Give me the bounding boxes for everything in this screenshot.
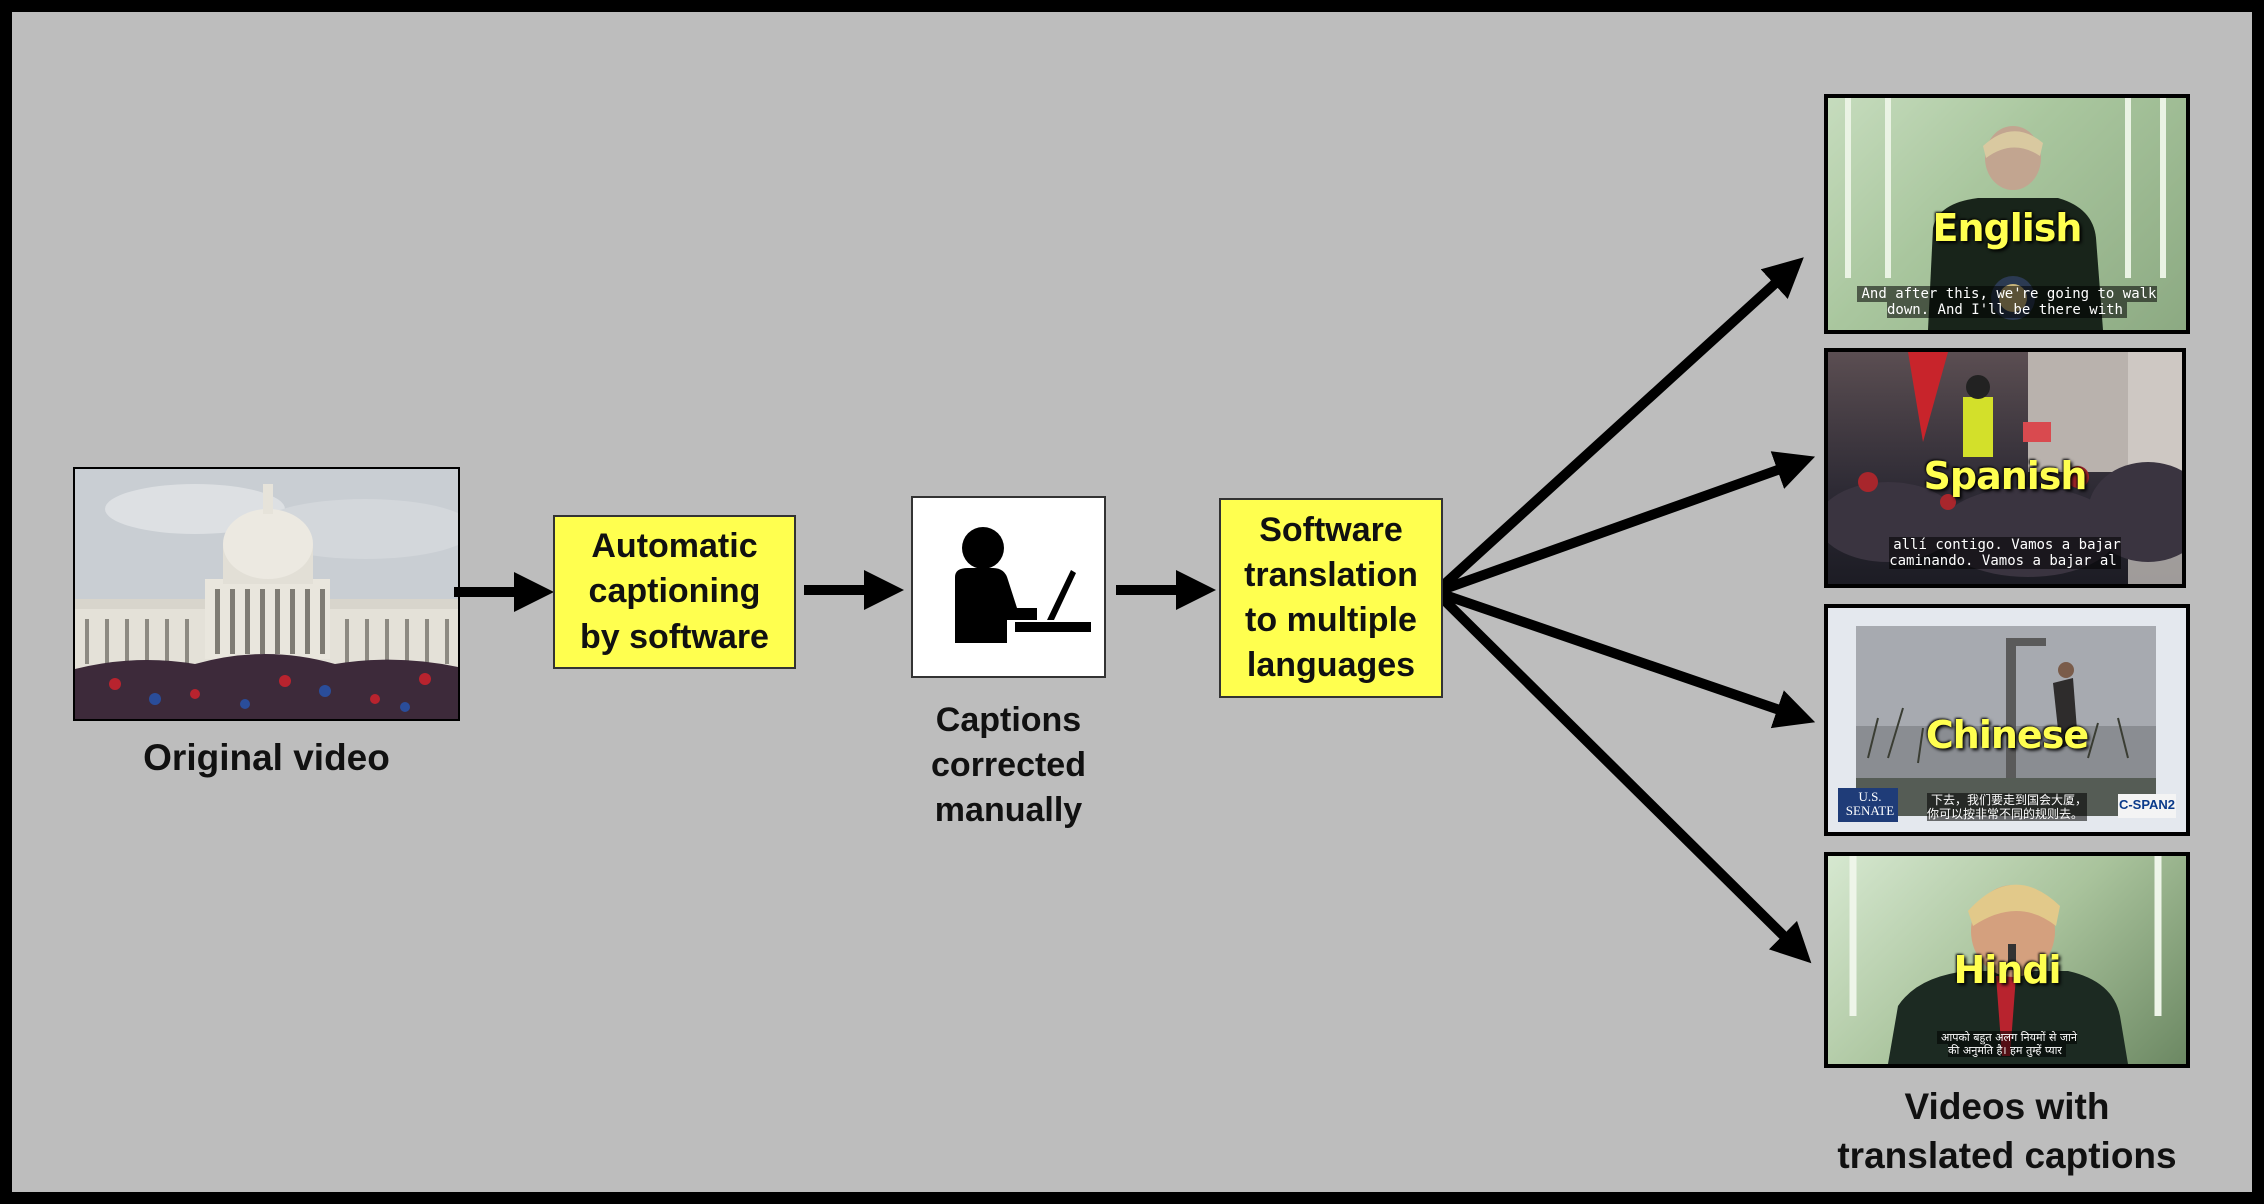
spanish-language-label: Spanish (1923, 454, 2088, 498)
arrow-to-hindi (1432, 588, 1812, 964)
cspan2-logo: C-SPAN2 (2118, 797, 2176, 812)
hindi-language-label: Hindi (1953, 948, 2061, 992)
original-video-label: Original video (143, 737, 390, 778)
output-videos-label: Videos with translated captions (1837, 1086, 2177, 1177)
arrow-to-chinese (1434, 587, 1816, 729)
arrow-to-english (1432, 257, 1804, 596)
person-at-laptop-icon (955, 527, 1091, 643)
arrow-to-spanish (1434, 451, 1816, 597)
spanish-caption: allí contigo. Vamos a bajar caminando. V… (1889, 537, 2121, 570)
us-senate-logo: U.S. SENATE (1845, 789, 1895, 818)
manual-correction-label: Captions corrected manually (931, 701, 1086, 830)
output-video-chinese: U.S. SENATE C-SPAN2 Chinese 下去，我们要走到国会大厦… (1824, 604, 2190, 836)
chinese-language-label: Chinese (1925, 713, 2089, 757)
english-caption: And after this, we're going to walk down… (1828, 286, 2186, 319)
output-video-english: English And after this, we're going to w… (1824, 94, 2190, 334)
english-language-label: English (1932, 206, 2083, 250)
manual-correction-icon-box (911, 496, 1106, 678)
auto-captioning-box: Automatic captioning by software (553, 515, 796, 669)
output-video-spanish: Spanish allí contigo. Vamos a bajar cami… (1824, 348, 2186, 588)
translation-box: Software translation to multiple languag… (1219, 498, 1443, 698)
capitol-building-image (75, 469, 458, 719)
output-video-hindi: Hindi आपको बहुत अलग नियमों से जाने की अन… (1824, 852, 2190, 1068)
flow-arrows (454, 257, 1816, 964)
chinese-caption: 下去，我们要走到国会大厦， 你可以按非常不同的规则去。 (1926, 793, 2087, 821)
hindi-caption: आपको बहुत अलग नियमों से जाने की अनुमति ह… (1828, 1031, 2186, 1057)
original-video-thumbnail (73, 467, 460, 721)
